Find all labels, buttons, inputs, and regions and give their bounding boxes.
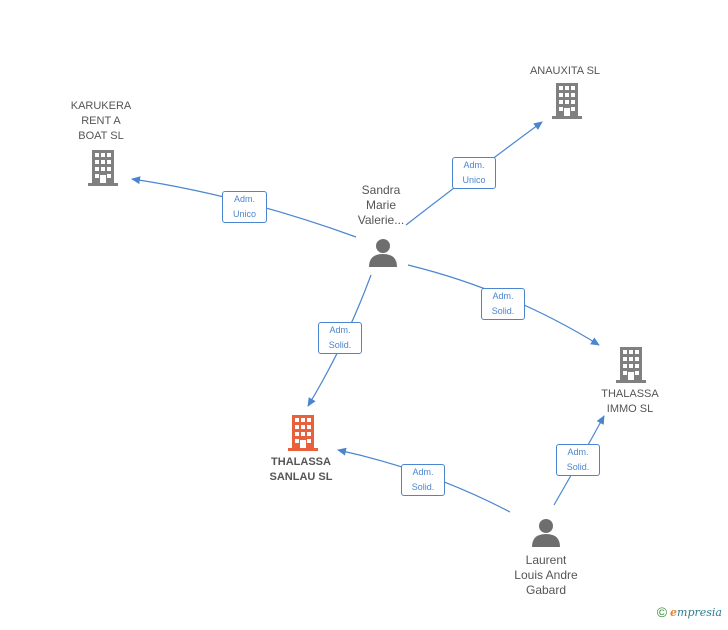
building-icon (552, 83, 582, 119)
empresia-logo[interactable]: empresia (670, 606, 722, 619)
main-company-label[interactable]: THALASSA SANLAU SL (269, 456, 333, 483)
person-icon (532, 519, 560, 547)
edge-label-sandra-thalassa-immo: Adm. Solid. (481, 288, 525, 320)
company-label-thalassa-immo[interactable]: THALASSA IMMO SL (601, 388, 659, 415)
footer-brand: © empresia (657, 604, 722, 620)
brand-rest: mpresia (677, 605, 722, 619)
company-label-anauxita[interactable]: ANAUXITA SL (529, 65, 601, 77)
edge-label-sandra-thalassa-sanlau: Adm. Solid. (318, 322, 362, 354)
building-icon (88, 150, 118, 186)
copyright-symbol: © (656, 604, 668, 620)
building-icon (616, 347, 646, 383)
main-company-building-icon (288, 415, 318, 451)
brand-initial: e (670, 605, 678, 619)
edge-label-laurent-thalassa-immo: Adm. Solid. (556, 444, 600, 476)
edge-label-sandra-anauxita: Adm. Unico (452, 157, 496, 189)
person-label-laurent[interactable]: Laurent Louis Andre Gabard (514, 553, 578, 597)
person-label-sandra[interactable]: Sandra Marie Valerie... (357, 183, 405, 227)
company-label-karukera[interactable]: KARUKERA RENT A BOAT SL (70, 100, 132, 142)
person-icon (369, 239, 397, 267)
edge-label-laurent-thalassa-sanlau: Adm. Solid. (401, 464, 445, 496)
edge-label-sandra-karukera: Adm. Unico (222, 191, 267, 223)
